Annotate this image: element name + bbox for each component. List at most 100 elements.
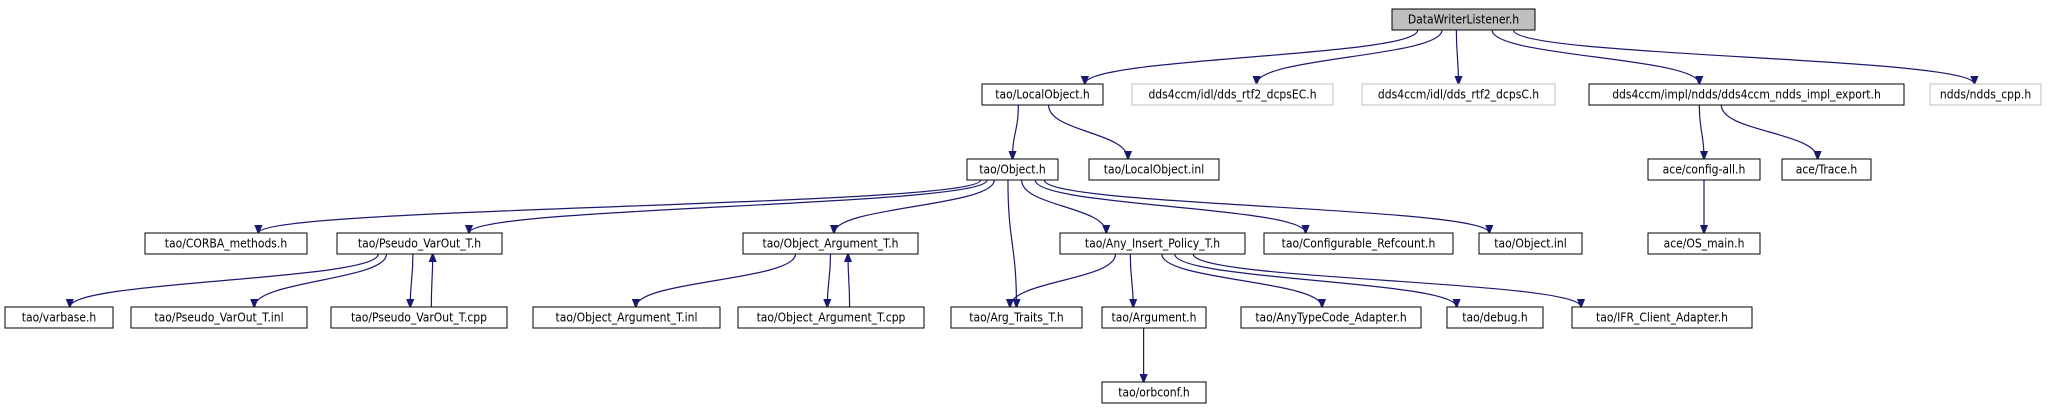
edge-any_insert_policy-to-ifr_client_adapter [1192, 253, 1581, 307]
node-box [1131, 83, 1334, 106]
node-trace_h[interactable]: ace/Trace.h [1781, 158, 1872, 181]
edges-layer [70, 29, 1975, 382]
node-corba_methods[interactable]: tao/CORBA_methods.h [144, 232, 308, 255]
node-localobject_h[interactable]: tao/LocalObject.h [981, 83, 1104, 106]
node-label: tao/Object.h [979, 163, 1046, 177]
node-configurable_refcount[interactable]: tao/Configurable_Refcount.h [1263, 232, 1454, 255]
edge-pseudo_varout_cpp-to-pseudo_varout_h [431, 254, 432, 308]
node-box [981, 83, 1104, 106]
node-box [1361, 83, 1556, 106]
edge-any_insert_policy-to-anytypecode_adapter [1161, 253, 1322, 307]
node-label: ndds/ndds_cpp.h [1940, 88, 2031, 102]
node-object_argument_cpp[interactable]: tao/Object_Argument_T.cpp [737, 306, 925, 329]
node-label: tao/Pseudo_VarOut_T.inl [154, 311, 283, 325]
edge-pseudo_varout_h-to-pseudo_varout_inl [254, 253, 388, 307]
node-label: tao/Object_Argument_T.cpp [757, 311, 906, 325]
node-box [1446, 306, 1544, 329]
edge-object_h-to-pseudo_varout_h [469, 179, 988, 233]
node-label: ace/Trace.h [1796, 163, 1858, 177]
node-box [1263, 232, 1454, 255]
node-label: tao/LocalObject.inl [1104, 163, 1204, 177]
edge-ndds_export-to-trace_h [1720, 104, 1817, 159]
node-ifr_client_adapter[interactable]: tao/IFR_Client_Adapter.h [1571, 306, 1753, 329]
node-object_argument_h[interactable]: tao/Object_Argument_T.h [742, 232, 919, 255]
node-box [532, 306, 721, 329]
node-box [1478, 232, 1583, 255]
node-label: ace/OS_main.h [1664, 237, 1745, 251]
node-label: ace/config-all.h [1663, 163, 1746, 177]
node-any_insert_policy[interactable]: tao/Any_Insert_Policy_T.h [1059, 232, 1246, 255]
node-box [966, 158, 1059, 181]
node-label: tao/IFR_Client_Adapter.h [1596, 311, 1728, 325]
node-object_argument_inl[interactable]: tao/Object_Argument_T.inl [532, 306, 721, 329]
node-pseudo_varout_cpp[interactable]: tao/Pseudo_VarOut_T.cpp [330, 306, 508, 329]
node-label: dds4ccm/idl/dds_rtf2_dcpsC.h [1378, 88, 1539, 102]
edge-any_insert_policy-to-arg_traits [1010, 253, 1117, 307]
node-debug_h[interactable]: tao/debug.h [1446, 306, 1544, 329]
edge-pseudo_varout_h-to-varbase [70, 253, 379, 307]
node-label: tao/AnyTypeCode_Adapter.h [1255, 311, 1406, 325]
node-argument_h[interactable]: tao/Argument.h [1101, 306, 1207, 329]
node-box [737, 306, 925, 329]
edge-any_insert_policy-to-debug_h [1174, 253, 1457, 307]
edge-root-to-rtf2_dcpsec [1257, 29, 1443, 84]
edge-ndds_export-to-config_all [1698, 104, 1704, 159]
edge-root-to-localobject_h [1085, 29, 1419, 84]
edge-root-to-ndds_cpp [1512, 29, 1975, 84]
node-pseudo_varout_inl[interactable]: tao/Pseudo_VarOut_T.inl [130, 306, 308, 329]
node-box [336, 232, 503, 255]
edge-any_insert_policy-to-argument_h [1130, 253, 1133, 307]
node-pseudo_varout_h[interactable]: tao/Pseudo_VarOut_T.h [336, 232, 503, 255]
node-config_all[interactable]: ace/config-all.h [1647, 158, 1761, 181]
node-label: tao/Pseudo_VarOut_T.h [358, 237, 481, 251]
node-box [1781, 158, 1872, 181]
node-arg_traits[interactable]: tao/Arg_Traits_T.h [950, 306, 1083, 329]
node-box [130, 306, 308, 329]
node-box [1101, 381, 1207, 404]
node-box [1571, 306, 1753, 329]
node-box [950, 306, 1083, 329]
node-box [1929, 83, 2042, 106]
node-box [1059, 232, 1246, 255]
node-os_main[interactable]: ace/OS_main.h [1647, 232, 1761, 255]
node-box [144, 232, 308, 255]
edge-object_argument_cpp-to-object_argument_h [848, 254, 850, 308]
node-box [330, 306, 508, 329]
node-ndds_export[interactable]: dds4ccm/impl/ndds/dds4ccm_ndds_impl_expo… [1588, 83, 1905, 106]
node-label: tao/debug.h [1462, 311, 1527, 325]
node-box [1647, 158, 1761, 181]
node-label: tao/orbconf.h [1118, 386, 1190, 400]
edge-object_argument_h-to-object_argument_inl [636, 253, 797, 307]
edge-root-to-ndds_export [1491, 29, 1699, 84]
edge-object_h-to-arg_traits [1007, 179, 1017, 307]
node-object_h[interactable]: tao/Object.h [966, 158, 1059, 181]
node-rtf2_dcpsc: dds4ccm/idl/dds_rtf2_dcpsC.h [1361, 83, 1556, 106]
node-localobject_inl[interactable]: tao/LocalObject.inl [1088, 158, 1220, 181]
node-rtf2_dcpsec: dds4ccm/idl/dds_rtf2_dcpsEC.h [1131, 83, 1334, 106]
node-label: tao/varbase.h [22, 311, 97, 325]
edge-localobject_h-to-object_h [1013, 104, 1019, 159]
node-box [1101, 306, 1207, 329]
node-orbconf[interactable]: tao/orbconf.h [1101, 381, 1207, 404]
node-object_inl[interactable]: tao/Object.inl [1478, 232, 1583, 255]
node-box [1647, 232, 1761, 255]
edge-object_h-to-any_insert_policy [1021, 179, 1107, 233]
nodes-layer: DataWriterListener.h tao/LocalObject.h dds… [4, 8, 2042, 404]
node-anytypecode_adapter[interactable]: tao/AnyTypeCode_Adapter.h [1240, 306, 1422, 329]
node-box [742, 232, 919, 255]
edge-object_h-to-corba_methods [258, 179, 982, 233]
edge-root-to-rtf2_dcpsc [1456, 29, 1458, 84]
node-label: dds4ccm/idl/dds_rtf2_dcpsEC.h [1148, 88, 1316, 102]
edge-object_h-to-object_inl [1043, 179, 1489, 233]
node-box [1088, 158, 1220, 181]
edge-object_argument_h-to-object_argument_cpp [827, 253, 830, 307]
edge-object_h-to-configurable_refcount [1034, 179, 1305, 233]
node-label: tao/CORBA_methods.h [165, 237, 287, 251]
node-label: tao/Object.inl [1494, 237, 1567, 251]
node-varbase[interactable]: tao/varbase.h [4, 306, 114, 329]
node-root[interactable]: DataWriterListener.h [1391, 8, 1536, 31]
node-box [1588, 83, 1905, 106]
node-box [1240, 306, 1422, 329]
node-label: tao/Pseudo_VarOut_T.cpp [351, 311, 487, 325]
node-label: tao/Any_Insert_Policy_T.h [1085, 237, 1220, 251]
